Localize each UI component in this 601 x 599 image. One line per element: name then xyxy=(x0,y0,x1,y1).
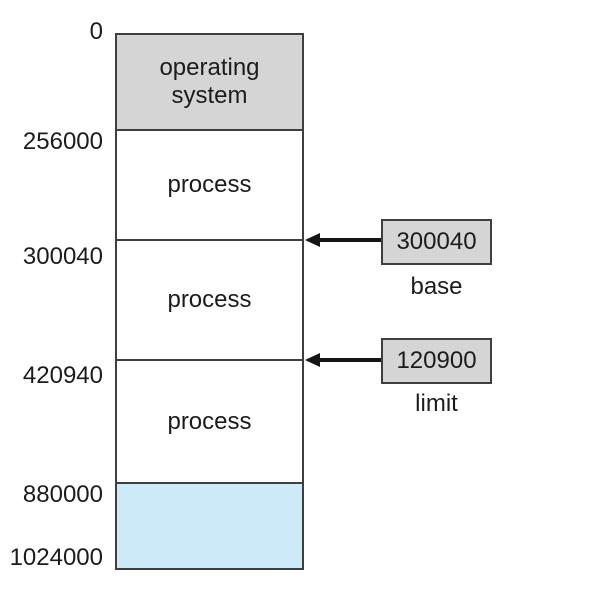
segment-label: operating system xyxy=(159,54,260,109)
limit-register-value: 120900 xyxy=(396,347,477,374)
base-register-box: 300040 xyxy=(381,219,492,265)
address-label-256000: 256000 xyxy=(22,128,103,155)
base-register-value: 300040 xyxy=(396,228,477,255)
address-label-300040: 300040 xyxy=(22,243,103,270)
segment-operating-system: operating system xyxy=(117,35,302,129)
segment-label: process xyxy=(167,286,252,313)
memory-column: operating system process process process xyxy=(115,33,304,570)
segment-label: process xyxy=(167,407,252,435)
limit-register-box: 120900 xyxy=(381,338,492,384)
arrowhead-left-icon xyxy=(305,353,320,367)
segment-label: process xyxy=(167,171,252,198)
address-label-0: 0 xyxy=(89,18,103,45)
segment-process-3: process xyxy=(117,359,302,482)
segment-process-1: process xyxy=(117,129,302,239)
address-label-420940: 420940 xyxy=(22,362,103,389)
arrowhead-left-icon xyxy=(305,233,320,247)
arrow-shaft xyxy=(316,358,381,362)
base-arrow xyxy=(305,233,381,247)
address-label-880000: 880000 xyxy=(22,481,103,508)
segment-free-space xyxy=(117,482,302,568)
limit-register-label: limit xyxy=(415,390,458,417)
address-label-1024000: 1024000 xyxy=(9,544,103,571)
arrow-shaft xyxy=(316,238,381,242)
base-register-label: base xyxy=(410,273,463,300)
segment-process-2: process xyxy=(117,239,302,359)
limit-arrow xyxy=(305,353,381,367)
